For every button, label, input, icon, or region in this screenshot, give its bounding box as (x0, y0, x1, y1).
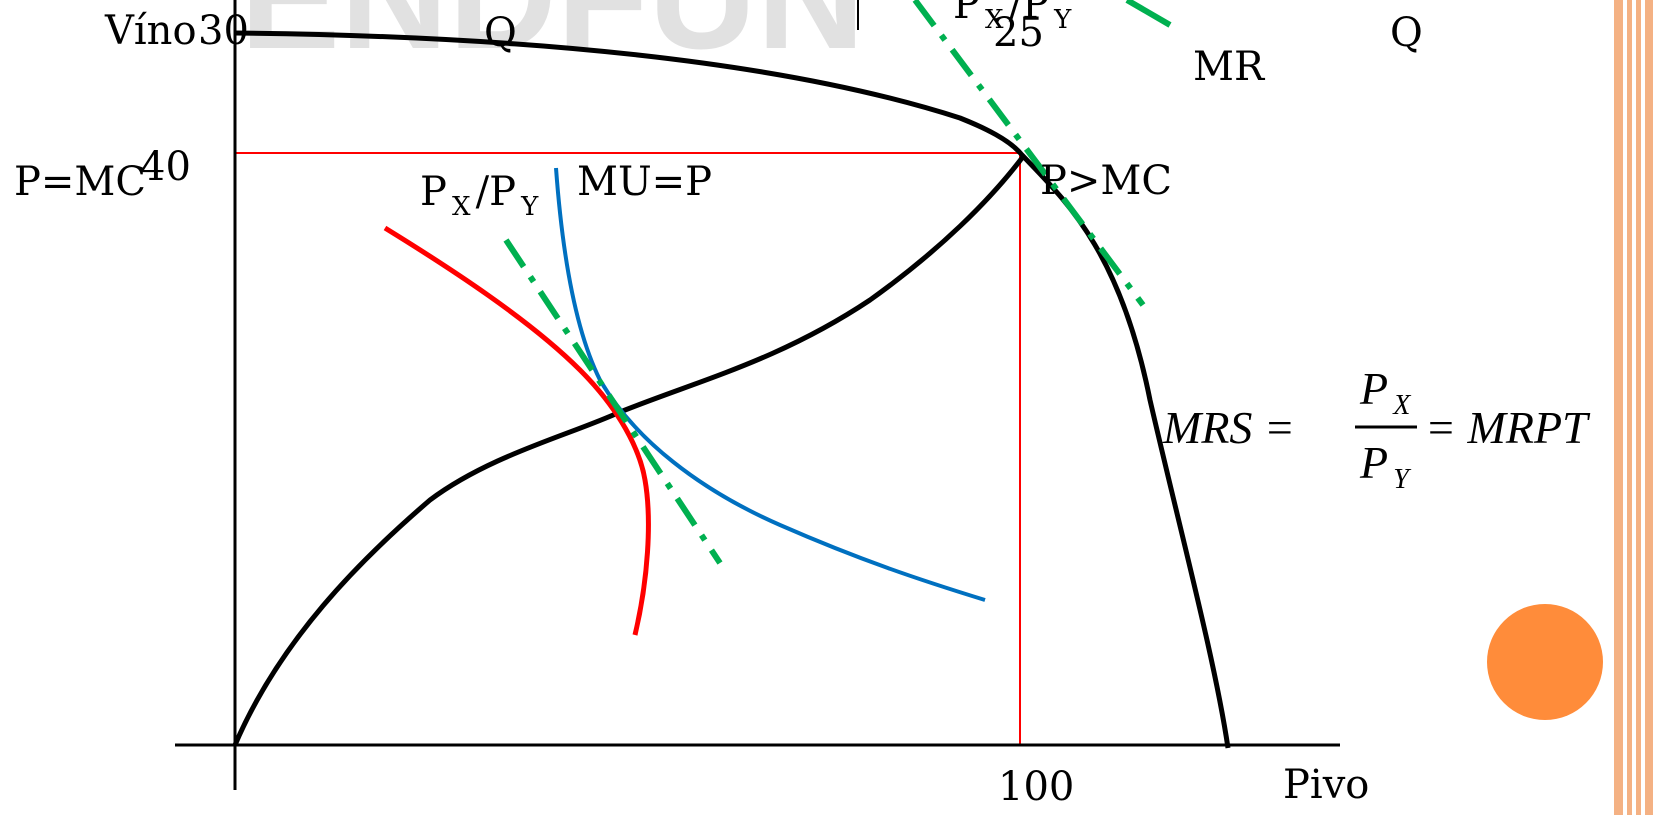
mid-price-slash: /P (476, 169, 516, 215)
mid-price-sub-y: Y (520, 192, 539, 222)
equation-numerator: P X (1359, 363, 1411, 421)
mid-price-main: P (420, 169, 447, 215)
side-stripes-decoration (1614, 0, 1653, 815)
top-price-sub-y: Y (1053, 5, 1072, 35)
y-tick-30-label: 30 (198, 8, 249, 54)
mid-price-ratio-label: P X /P Y (420, 169, 539, 222)
q-right-label: Q (1390, 10, 1423, 56)
equation-lhs: MRS = (1162, 402, 1295, 453)
price-line-top-right (1125, 0, 1172, 28)
contract-curve (232, 156, 1024, 746)
price-line-top (912, 0, 1146, 307)
q-left-label: Q (484, 10, 517, 56)
top-price-sub-x: X (985, 5, 1004, 35)
price-line-middle (503, 238, 723, 565)
mr-label: MR (1193, 44, 1266, 90)
mid-price-sub-x: X (452, 192, 471, 222)
equation-numerator-sub: X (1392, 390, 1411, 421)
y-axis-label: Víno (104, 8, 197, 54)
watermark-text: ENDFUN (240, 0, 865, 80)
equation-denominator: P Y (1359, 437, 1412, 495)
production-possibility-frontier (234, 30, 1231, 749)
x-tick-100-label: 100 (998, 764, 1074, 810)
top-tick-25-label: 25 (993, 10, 1044, 56)
equation-rhs: = MRPT (1425, 402, 1591, 453)
utility-curve (554, 167, 986, 602)
p-greater-mc-label: P>MC (1040, 158, 1172, 204)
accent-circle (1487, 604, 1603, 720)
top-price-slash: /P (1009, 0, 1049, 28)
mu-equals-p-label: MU=P (577, 159, 712, 205)
y-tick-40-label: 40 (140, 144, 191, 190)
x-axis-label: Pivo (1283, 762, 1369, 808)
top-price-ratio-label: P X /P Y (953, 0, 1072, 35)
top-price-main: P (953, 0, 980, 28)
equation-denominator-p: P (1359, 437, 1388, 488)
equation-denominator-sub: Y (1393, 464, 1412, 495)
equation-numerator-p: P (1359, 363, 1388, 414)
p-equals-mc-label: P=MC (14, 159, 146, 205)
mrs-equation: MRS = P X P Y = MRPT (1162, 363, 1591, 495)
indifference-curve (383, 225, 651, 636)
